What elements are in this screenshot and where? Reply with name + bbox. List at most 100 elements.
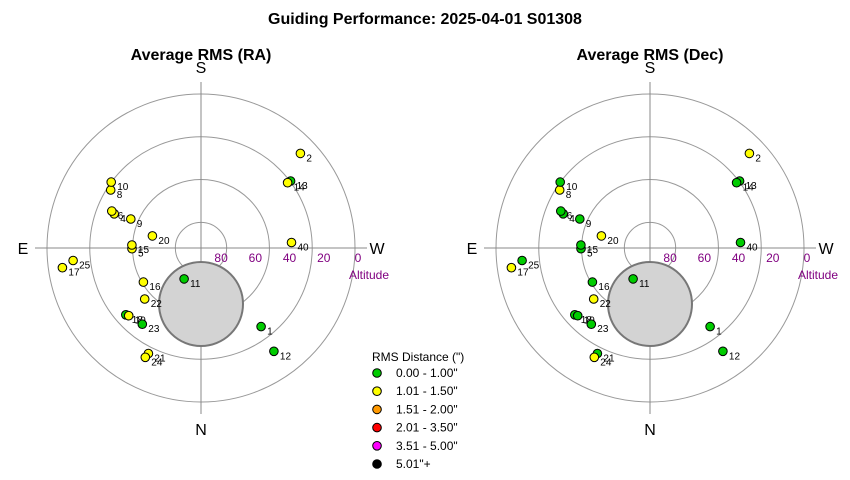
data-point	[576, 240, 586, 250]
legend-marker	[372, 404, 382, 415]
data-point-label: 14	[294, 183, 306, 194]
data-point-label: 5	[138, 249, 144, 260]
chart-title: Average RMS (Dec)	[576, 47, 723, 64]
legend-item-label: 2.01 - 3.50"	[396, 421, 458, 435]
data-point	[586, 319, 597, 330]
legend-marker	[372, 386, 382, 397]
data-point	[105, 185, 116, 195]
data-point	[735, 237, 746, 248]
data-point	[718, 346, 728, 357]
data-point	[744, 148, 755, 159]
legend-item-label: 1.01 - 1.50"	[396, 384, 458, 398]
data-point	[572, 310, 583, 321]
data-point-label: 2	[755, 153, 761, 164]
data-point-label: 21	[154, 354, 166, 365]
data-point-label: 9	[137, 219, 143, 230]
data-point	[588, 294, 599, 304]
legend-item-label: 0.00 - 1.00"	[396, 366, 458, 380]
legend-item-label: 1.51 - 2.00"	[396, 402, 458, 416]
data-point	[68, 255, 78, 266]
data-point-label: 22	[151, 299, 163, 310]
data-point-label: 2	[306, 153, 312, 164]
legend-marker	[372, 441, 382, 451]
legend-marker	[372, 368, 382, 378]
data-point-label: 11	[639, 279, 650, 290]
data-point-label: 1	[716, 327, 722, 338]
data-point	[57, 262, 68, 273]
data-point-label: 22	[600, 299, 612, 310]
altitude-tick: 20	[766, 251, 780, 265]
data-point	[554, 185, 565, 195]
data-point	[138, 277, 149, 287]
data-point-label: 16	[149, 282, 161, 293]
data-point	[731, 177, 742, 188]
rms-legend: RMS Distance (") 0.00 - 1.00" 1.01 - 1.50…	[372, 350, 464, 471]
data-point	[123, 310, 134, 321]
data-point-label: 12	[280, 351, 292, 362]
data-point-label: 18	[132, 315, 144, 326]
data-point-label: 6	[567, 211, 573, 222]
data-point	[596, 231, 607, 241]
data-point	[147, 231, 158, 241]
altitude-tick: 40	[732, 251, 746, 265]
data-point-label: 24	[600, 357, 612, 368]
compass-south: S	[196, 60, 207, 77]
data-point-label: 21	[603, 354, 615, 365]
figure-title: Guiding Performance: 2025-04-01 S01308	[268, 11, 582, 28]
data-point-label: 40	[298, 243, 310, 254]
data-point	[179, 274, 189, 284]
altitude-tick: 0	[355, 251, 362, 265]
data-point	[127, 240, 137, 250]
data-point	[517, 255, 527, 266]
data-point-label: 17	[68, 268, 80, 279]
obstruction-disk	[158, 261, 244, 347]
data-point-label: 1	[267, 327, 273, 338]
data-point	[506, 262, 517, 273]
data-point-label: 5	[587, 249, 593, 260]
data-point-label: 20	[607, 236, 619, 247]
data-point	[295, 148, 306, 159]
data-point-label: 12	[729, 351, 741, 362]
chart-title: Average RMS (RA)	[131, 47, 272, 64]
data-point	[107, 206, 117, 216]
data-point-label: 23	[597, 324, 609, 335]
obstruction-disk	[607, 261, 693, 347]
compass-north: N	[195, 422, 207, 439]
altitude-tick: 60	[249, 251, 263, 265]
data-point-label: 14	[743, 183, 755, 194]
data-point-label: 24	[151, 357, 163, 368]
data-point-label: 6	[118, 211, 124, 222]
data-point	[126, 214, 136, 224]
legend-marker	[372, 459, 382, 469]
data-point	[705, 321, 715, 332]
data-point-label: 18	[581, 315, 593, 326]
data-point-label: 15	[587, 245, 599, 256]
data-point-label: 25	[79, 261, 91, 272]
data-point-label: 13	[297, 181, 309, 192]
legend-marker	[372, 422, 382, 433]
data-point	[556, 206, 566, 216]
altitude-axis-label: Altitude	[798, 268, 838, 282]
compass-east: E	[18, 241, 29, 258]
compass-east: E	[467, 241, 478, 258]
data-point-label: 11	[190, 279, 201, 290]
altitude-tick: 60	[698, 251, 712, 265]
data-point-label: 8	[117, 190, 123, 201]
data-point-label: 8	[566, 190, 572, 201]
data-point-label: 10	[566, 182, 578, 193]
data-point-label: 25	[528, 261, 540, 272]
altitude-tick: 80	[663, 251, 677, 265]
legend-item-label: 5.01"+	[396, 457, 431, 471]
data-point-label: 20	[158, 236, 170, 247]
compass-north: N	[644, 422, 656, 439]
data-point-label: 16	[598, 282, 610, 293]
data-point-label: 13	[746, 181, 758, 192]
legend-title: RMS Distance (")	[372, 350, 464, 364]
data-point	[106, 177, 116, 187]
compass-west: W	[369, 241, 385, 258]
data-point-label: 10	[117, 182, 129, 193]
data-point	[555, 177, 566, 187]
